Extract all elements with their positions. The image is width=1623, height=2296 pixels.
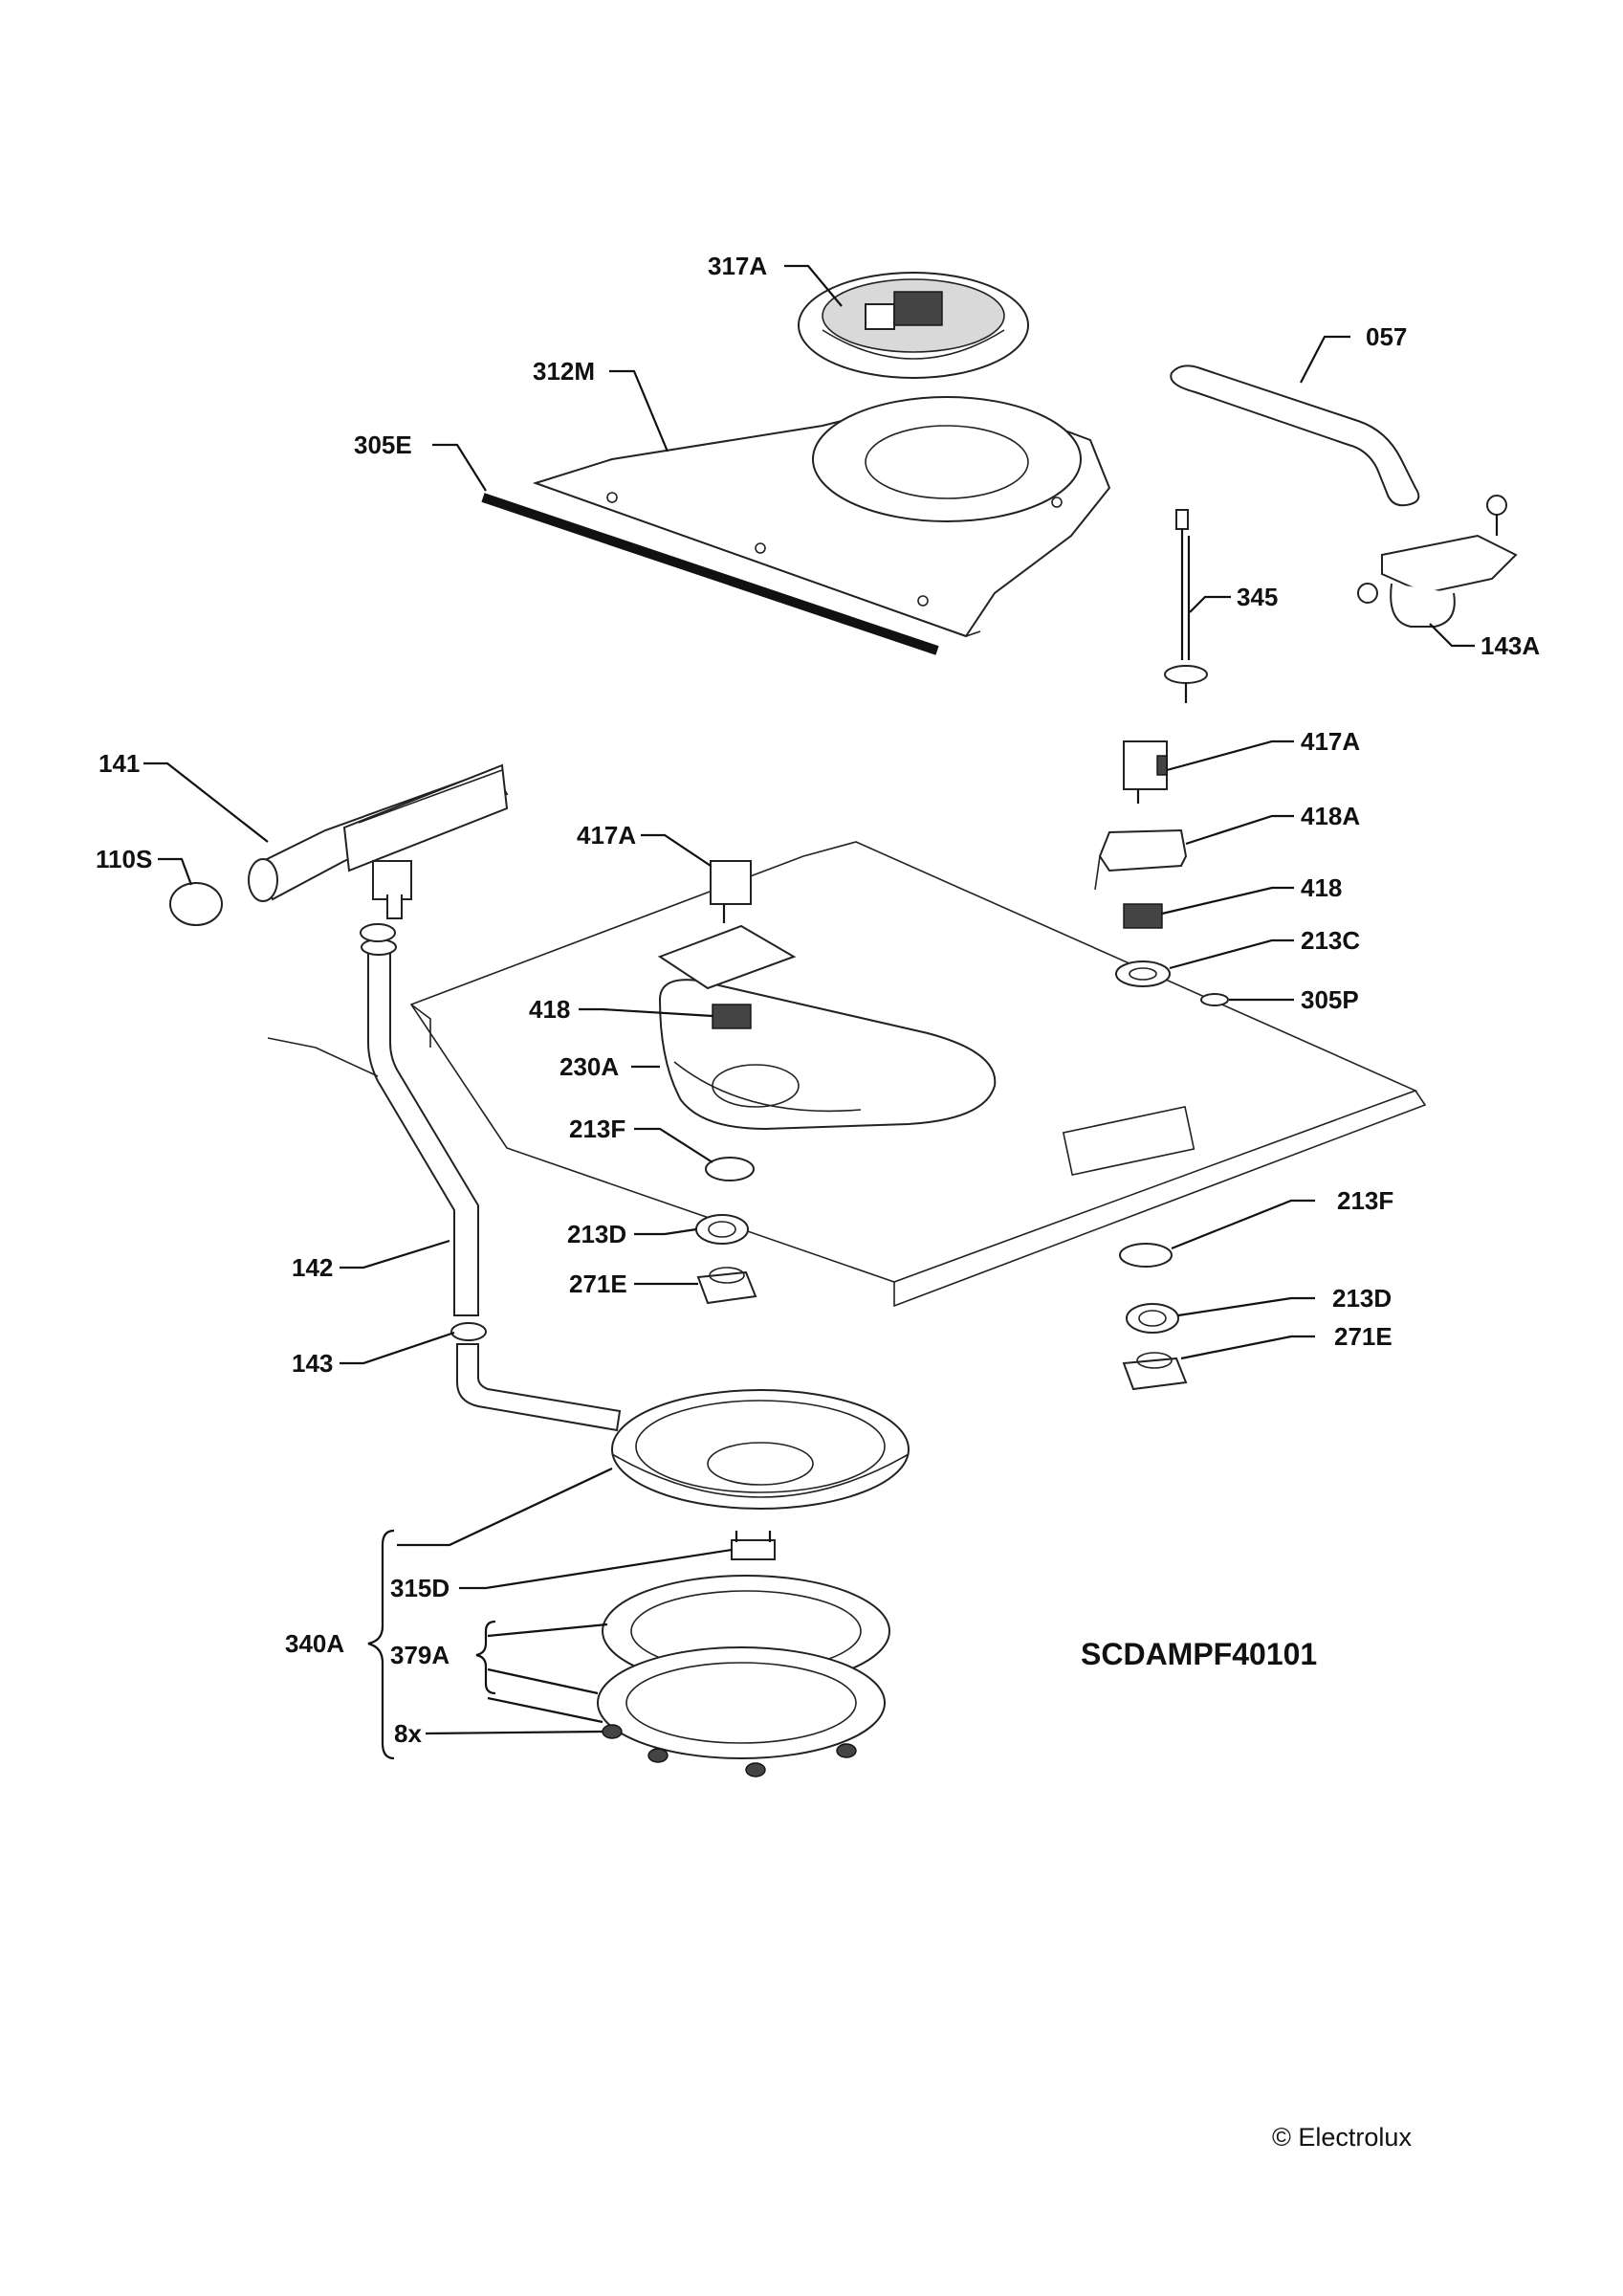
part-305E-seal-strip (481, 493, 939, 659)
part-418A-right-bracket (1094, 828, 1188, 891)
label-271E-left: 271E (569, 1269, 627, 1298)
label-213D-left: 213D (567, 1220, 626, 1248)
label-230A: 230A (559, 1052, 619, 1081)
label-213F-right: 213F (1337, 1186, 1393, 1215)
part-143A-bracket-clamp (1357, 495, 1518, 628)
part-271E-left-holder (696, 1267, 757, 1305)
part-213F-right-gasket (1119, 1243, 1173, 1268)
leader-lines (143, 264, 1475, 1760)
part-213C-right-ring (1115, 960, 1171, 987)
part-213D-right-gasket (1126, 1303, 1179, 1334)
label-418-right: 418 (1301, 873, 1342, 902)
label-213F-left: 213F (569, 1115, 625, 1143)
label-379A: 379A (390, 1641, 450, 1669)
label-271E-right: 271E (1334, 1322, 1393, 1351)
part-417A-right-lamp (1123, 740, 1168, 804)
label-213C: 213C (1301, 926, 1360, 955)
label-305E: 305E (354, 430, 412, 459)
part-340A-burner-bowl (611, 1389, 910, 1510)
label-141: 141 (99, 749, 140, 778)
diagram-code: SCDAMPF40101 (1081, 1637, 1317, 1671)
part-312M-fan-cover (532, 396, 1111, 638)
copyright-notice: © Electrolux (1272, 2123, 1412, 2152)
part-110S-cap (169, 882, 223, 926)
part-379A-gaskets (597, 1575, 890, 1759)
part-418-right-holder (1123, 903, 1163, 929)
label-317A: 317A (708, 252, 767, 280)
part-141-burner (248, 763, 509, 919)
label-143: 143 (292, 1349, 333, 1378)
label-110S: 110S (96, 845, 152, 873)
label-418-left: 418 (529, 995, 570, 1024)
label-312M: 312M (533, 357, 595, 386)
part-271E-right-holder (1122, 1352, 1188, 1391)
part-lower-gas-tube (456, 1343, 622, 1432)
label-417A-left: 417A (577, 821, 636, 850)
label-418A: 418A (1301, 802, 1360, 830)
label-345: 345 (1237, 583, 1278, 611)
part-142-gas-tube (361, 938, 479, 1316)
label-057: 057 (1366, 322, 1407, 351)
label-8x: 8x (394, 1719, 422, 1748)
part-418-left-holder (712, 1004, 752, 1029)
part-317A-fan-motor (798, 272, 1029, 379)
part-213F-left-gasket (705, 1157, 755, 1181)
part-057-hose (1170, 364, 1420, 507)
part-417A-left-lamp (657, 860, 797, 990)
part-230A-cavity-recess (658, 979, 997, 1131)
label-305P: 305P (1301, 985, 1359, 1014)
label-143A: 143A (1480, 631, 1540, 660)
label-213D-right: 213D (1332, 1284, 1392, 1313)
part-345-temperature-sensor (1164, 509, 1208, 703)
part-cavity-bottom-plate (267, 841, 1427, 1308)
part-8x-nuts (602, 1724, 857, 1777)
label-142: 142 (292, 1253, 333, 1282)
part-143-clip (360, 923, 487, 1341)
label-417A-right: 417A (1301, 727, 1360, 756)
part-labels: 317A 312M 305E 057 345 143A 141 110S 417… (96, 252, 1540, 2152)
label-340A: 340A (285, 1629, 344, 1658)
part-213D-left-gasket (695, 1214, 749, 1245)
part-315D-thermostat (731, 1531, 776, 1560)
part-305P-washer (1200, 993, 1229, 1006)
label-315D: 315D (390, 1574, 450, 1602)
